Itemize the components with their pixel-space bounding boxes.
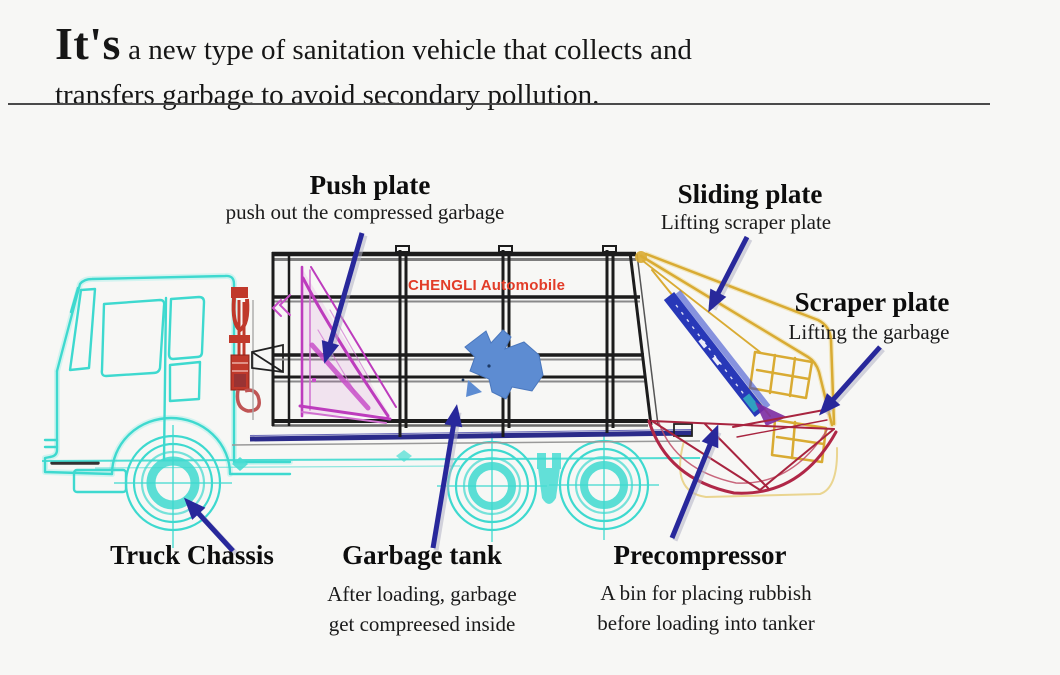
scoop-bin xyxy=(647,409,838,495)
garbage-tank-pointer xyxy=(430,404,463,549)
sliding-plate-label: Sliding plate xyxy=(677,179,823,209)
precompressor-caption: A bin for placing rubbish before loading… xyxy=(597,581,815,635)
compression-arrow xyxy=(461,329,544,400)
header-divider xyxy=(8,103,990,105)
scraper-plate-pointer xyxy=(819,345,882,416)
garbage-tank-caption: After loading, garbage get compreesed in… xyxy=(327,582,517,636)
precompressor-pointer xyxy=(669,424,719,539)
brand-text: CHENGLI Automobile xyxy=(408,277,566,294)
title-lead: It's xyxy=(55,18,121,69)
page-title: It's a new type of sanitation vehicle th… xyxy=(55,12,1015,115)
garbage-tank-label: Garbage tank xyxy=(342,540,502,570)
title-line1: a new type of sanitation vehicle that co… xyxy=(120,34,692,66)
truck-chassis-label: Truck Chassis xyxy=(110,540,274,570)
scraper-plate-label: Scraper plate xyxy=(794,287,950,317)
chassis-rails xyxy=(41,429,701,471)
sliding-plate-pointer xyxy=(708,235,750,313)
precompressor-label: Precompressor xyxy=(613,540,787,570)
push-plate-caption: push out the compressed garbage xyxy=(225,200,505,224)
push-plate-label: Push plate xyxy=(309,170,431,200)
push-plate-pointer xyxy=(321,232,365,364)
sliding-plate-caption: Lifting scraper plate xyxy=(660,210,832,234)
lift-cylinder xyxy=(229,287,284,420)
scraper-plate-caption: Lifting the garbage xyxy=(788,320,950,344)
push-plate-mechanism xyxy=(271,265,397,424)
garbage-tank-body xyxy=(271,245,693,437)
truck-chassis-pointer xyxy=(183,497,235,553)
sliding-scraper-mechanism xyxy=(663,290,787,426)
truck-cab xyxy=(42,272,293,494)
axle-differential xyxy=(537,453,561,504)
title-line2: transfers garbage to avoid secondary pol… xyxy=(55,79,600,112)
